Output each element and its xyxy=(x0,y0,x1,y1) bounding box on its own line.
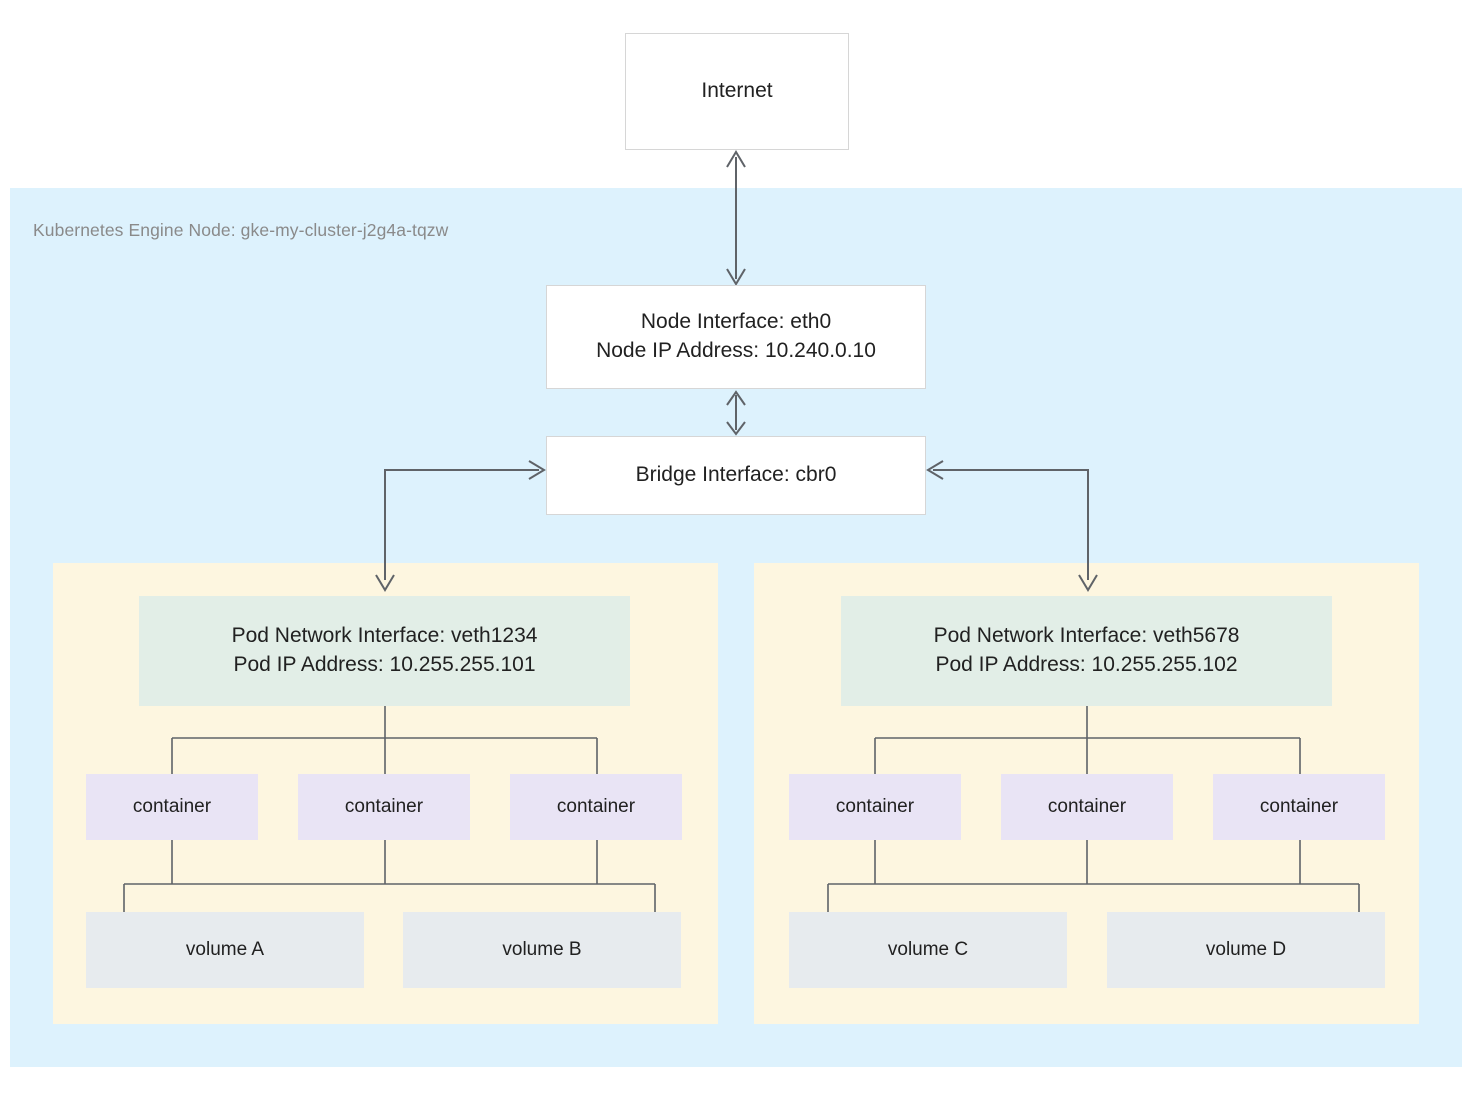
node-ip-line2: Node IP Address: 10.240.0.10 xyxy=(596,339,876,362)
bridge-interface-node[interactable]: Bridge Interface: cbr0 xyxy=(546,436,926,515)
volume-label: volume B xyxy=(502,938,582,960)
pod-2-container-3[interactable]: container xyxy=(1213,774,1385,840)
container-label: container xyxy=(1259,795,1339,817)
arrow-head-up-internet xyxy=(726,150,746,168)
volume-label: volume A xyxy=(185,938,265,960)
volume-label: volume D xyxy=(1205,938,1287,960)
pod-1-container-3[interactable]: container xyxy=(510,774,682,840)
kubernetes-node-label: Kubernetes Engine Node: gke-my-cluster-j… xyxy=(33,220,449,240)
pod-1-volume-a[interactable]: volume A xyxy=(86,912,364,988)
pod-2-ip-line2: Pod IP Address: 10.255.255.102 xyxy=(935,653,1238,676)
node-interface-node[interactable]: Node Interface: eth0 Node IP Address: 10… xyxy=(546,285,926,389)
pod-2-volume-c[interactable]: volume C xyxy=(789,912,1067,988)
pod-2-network-interface[interactable]: Pod Network Interface: veth5678 Pod IP A… xyxy=(841,596,1332,706)
pod-1-iface-line1: Pod Network Interface: veth1234 xyxy=(231,624,538,648)
container-label: container xyxy=(344,795,424,817)
container-label: container xyxy=(132,795,212,817)
container-label: container xyxy=(1047,795,1127,817)
pod-1-container-1[interactable]: container xyxy=(86,774,258,840)
pod-2-volume-d[interactable]: volume D xyxy=(1107,912,1385,988)
internet-label: Internet xyxy=(701,79,773,103)
internet-node[interactable]: Internet xyxy=(625,33,849,150)
pod-1-network-interface[interactable]: Pod Network Interface: veth1234 Pod IP A… xyxy=(139,596,630,706)
pod-1-container-2[interactable]: container xyxy=(298,774,470,840)
pod-1-volume-b[interactable]: volume B xyxy=(403,912,681,988)
bridge-label: Bridge Interface: cbr0 xyxy=(635,463,837,487)
container-label: container xyxy=(556,795,636,817)
pod-2-container-2[interactable]: container xyxy=(1001,774,1173,840)
container-label: container xyxy=(835,795,915,817)
pod-2-container-1[interactable]: container xyxy=(789,774,961,840)
node-interface-line1: Node Interface: eth0 xyxy=(640,310,832,334)
pod-1-ip-line2: Pod IP Address: 10.255.255.101 xyxy=(233,653,536,676)
pod-2-iface-line1: Pod Network Interface: veth5678 xyxy=(933,624,1240,648)
volume-label: volume C xyxy=(887,938,969,960)
